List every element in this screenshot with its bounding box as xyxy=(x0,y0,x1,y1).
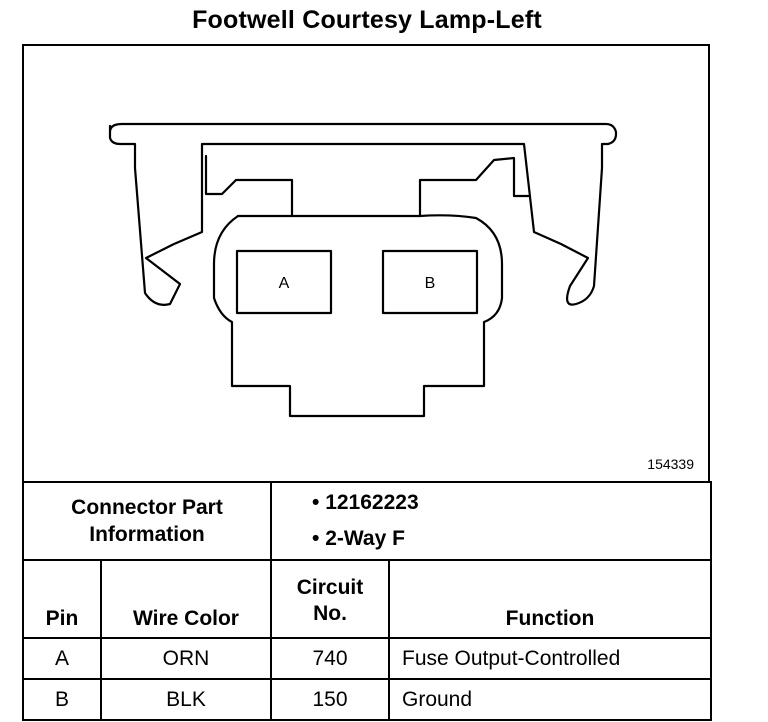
table-row: B BLK 150 Ground xyxy=(22,678,712,721)
table-row: A ORN 740 Fuse Output-Controlled xyxy=(22,637,712,680)
pin-cavity-b xyxy=(381,249,479,315)
pin-label-a: A xyxy=(279,275,290,292)
connector-table: Connector Part Information • 12162223 • … xyxy=(22,481,712,721)
connector-face-drawing: A B xyxy=(108,122,618,418)
connector-info-label: Connector Part Information xyxy=(22,481,272,561)
cell-wire-color: ORN xyxy=(100,637,272,680)
cell-circuit: 150 xyxy=(270,678,390,721)
cell-function: Ground xyxy=(388,678,712,721)
header-wire-color: Wire Color xyxy=(100,559,272,639)
connector-outline xyxy=(108,122,618,306)
connector-type: • 2-Way F xyxy=(312,527,405,550)
right-latch xyxy=(418,156,532,218)
header-pin: Pin xyxy=(22,559,102,639)
connector-info-label-line2: Information xyxy=(89,523,205,546)
header-function: Function xyxy=(388,559,712,639)
cell-circuit: 740 xyxy=(270,637,390,680)
connector-info-label-line1: Connector Part xyxy=(71,496,223,519)
pin-cavity-a xyxy=(235,249,333,315)
left-latch xyxy=(204,154,294,218)
cell-pin: B xyxy=(22,678,102,721)
page-title: Footwell Courtesy Lamp-Left xyxy=(192,6,542,34)
connector-diagram: A B 154339 xyxy=(22,44,710,481)
pin-label-b: B xyxy=(425,275,436,292)
figure-id: 154339 xyxy=(647,456,694,472)
connector-info-values: • 12162223 • 2-Way F xyxy=(270,481,712,561)
table-header-row: Pin Wire Color Circuit No. Function xyxy=(22,559,712,639)
connector-info-row: Connector Part Information • 12162223 • … xyxy=(22,481,712,561)
cell-pin: A xyxy=(22,637,102,680)
header-circuit: Circuit No. xyxy=(270,559,390,639)
cell-wire-color: BLK xyxy=(100,678,272,721)
part-number: • 12162223 xyxy=(312,491,419,514)
cell-function: Fuse Output-Controlled xyxy=(388,637,712,680)
central-housing xyxy=(212,214,504,418)
